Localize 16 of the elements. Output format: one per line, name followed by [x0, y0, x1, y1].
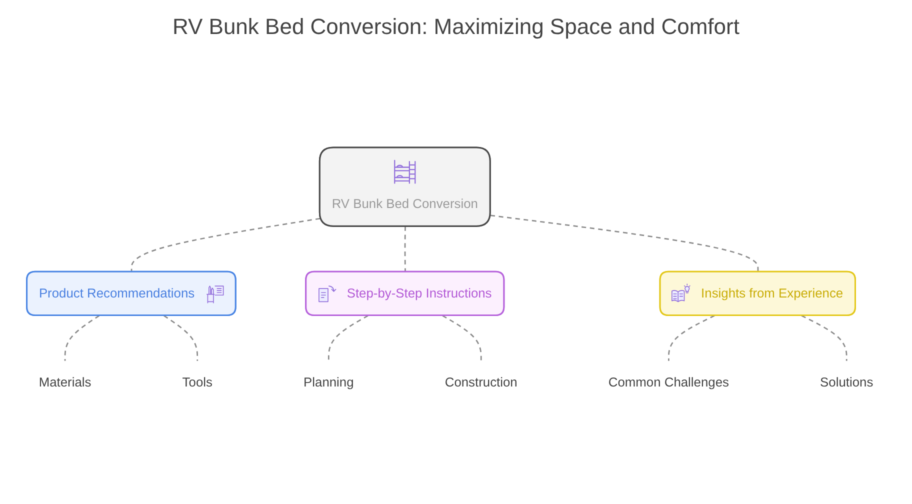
node-text: Common Challenges [608, 375, 729, 390]
diagram-title: RV Bunk Bed Conversion: Maximizing Space and Comfort [172, 14, 740, 40]
node-text: Construction [444, 375, 518, 390]
connector [404, 226, 406, 272]
node-text: Planning [304, 375, 354, 390]
connector [668, 315, 715, 361]
node-text: Tools [182, 375, 212, 390]
connector [328, 315, 368, 361]
connector [801, 315, 848, 361]
connector [64, 315, 100, 361]
connector [130, 218, 320, 272]
connector [490, 214, 759, 272]
node-text: Solutions [820, 375, 874, 390]
node-text: Materials [38, 375, 92, 390]
connector [442, 315, 482, 361]
connector [164, 315, 198, 361]
